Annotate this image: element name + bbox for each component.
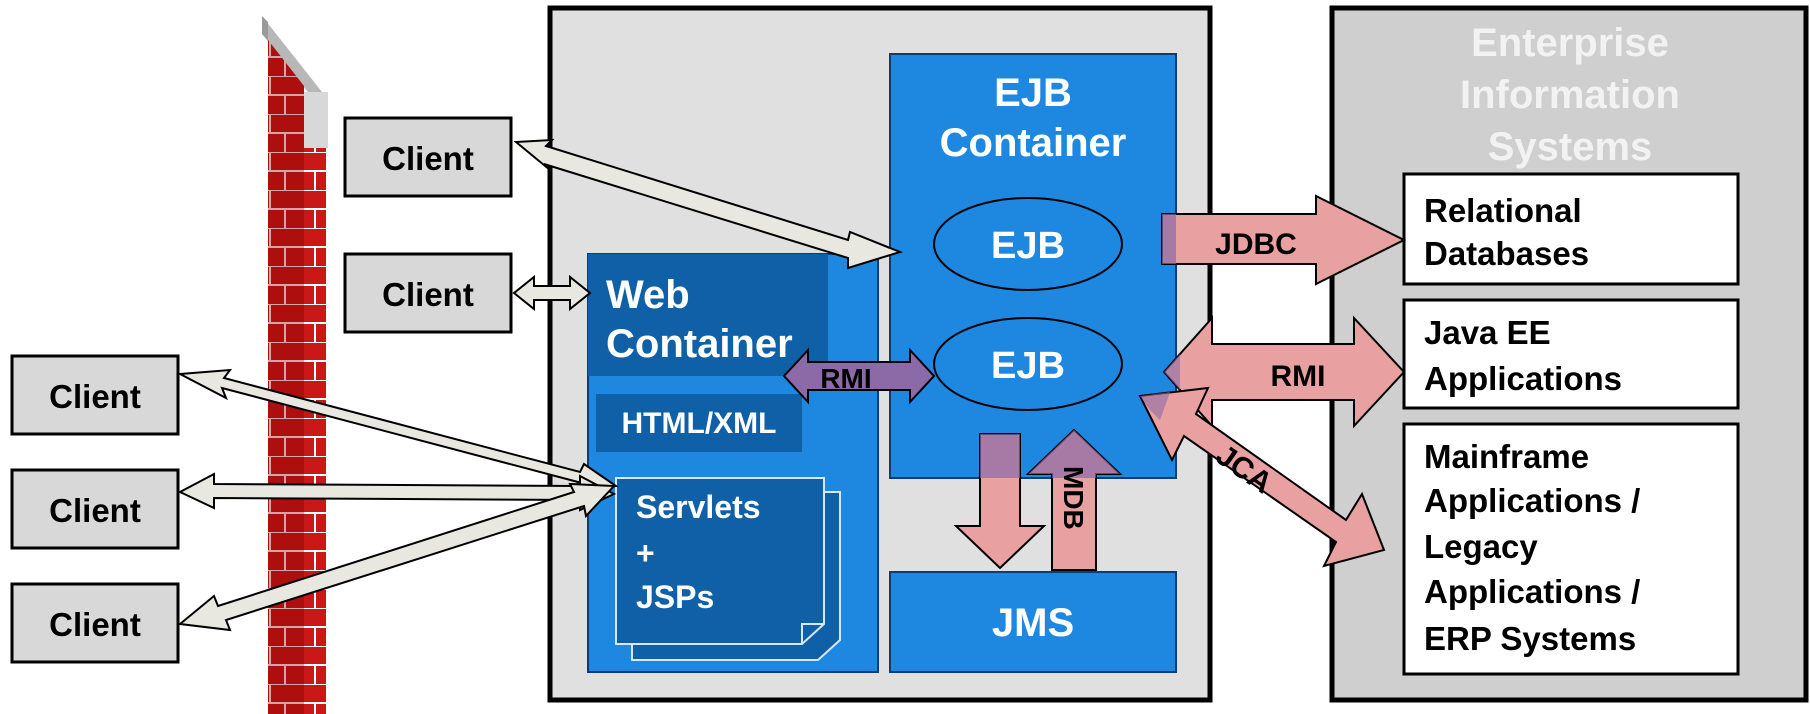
arrow-mdb [1025, 428, 1123, 571]
eis-title-line1: Enterprise [1471, 21, 1669, 65]
mainframe-line5: ERP Systems [1424, 620, 1636, 657]
ejb-container-title-line2: Container [940, 121, 1127, 165]
firewall-edge [304, 148, 326, 714]
mainframe-line2: Applications / [1424, 482, 1640, 519]
jms-label: JMS [992, 601, 1074, 645]
client-label-4: Client [49, 492, 141, 529]
servlets-jsps-stack: Servlets + JSPs [615, 477, 841, 661]
javaee-line2: Applications [1424, 360, 1622, 397]
client-box-2 [343, 252, 513, 334]
relational-databases-box [1402, 172, 1740, 286]
ejb-bean-2-label: EJB [991, 345, 1065, 387]
arrow-client4-servlets [177, 472, 617, 512]
mainframe-line1: Mainframe [1424, 438, 1589, 475]
html-xml-label: HTML/XML [622, 407, 777, 440]
ejb-bean-1 [933, 197, 1123, 291]
servlets-line1: Servlets [636, 489, 761, 525]
jms-box [889, 571, 1177, 673]
mainframe-line4: Applications / [1424, 573, 1640, 610]
arrow-ejb-to-jms [953, 433, 1047, 570]
client-arrows [176, 138, 904, 632]
client-box-5 [10, 582, 180, 664]
web-container-title-line1: Web [606, 273, 690, 317]
arrow-rmi-javaee [1162, 315, 1406, 429]
web-container-title-line2: Container [606, 322, 793, 366]
web-container-title-bg [588, 254, 828, 376]
client-label-2: Client [382, 276, 474, 313]
ejb-bean-2 [933, 317, 1123, 411]
eis-title-line3: Systems [1488, 125, 1653, 169]
arrow-jdbc [1161, 194, 1407, 286]
servlets-jsps-page [615, 477, 825, 645]
client-box-3 [10, 354, 180, 436]
firewall-cap [302, 92, 328, 148]
client-box-1 [343, 116, 513, 198]
mainframe-line3: Legacy [1424, 528, 1538, 565]
client-label-5: Client [49, 606, 141, 643]
relational-line2: Databases [1424, 235, 1589, 272]
javaee-line1: Java EE [1424, 314, 1551, 351]
ejb-bean-1-label: EJB [991, 225, 1065, 267]
client-label-3: Client [49, 378, 141, 415]
rmi-web-ejb-label: RMI [820, 363, 871, 394]
firewall-face [268, 40, 304, 714]
html-xml-box [596, 394, 802, 452]
mainframe-applications-box [1402, 422, 1740, 676]
servlets-line2: + [636, 535, 655, 571]
arrow-client2-web [512, 274, 592, 312]
mdb-label: MDB [1058, 466, 1089, 530]
rmi-javaee-label: RMI [1271, 360, 1326, 393]
arrow-client1-ejb [513, 138, 904, 270]
javaee-applications-box [1402, 298, 1740, 410]
arrow-client5-servlets [177, 482, 617, 632]
arrow-rmi-web-ejb [782, 347, 936, 405]
jdbc-label: JDBC [1215, 228, 1297, 261]
relational-line1: Relational [1424, 192, 1582, 229]
client-box-4 [10, 468, 180, 550]
servlets-line3: JSPs [636, 579, 714, 615]
eis-title-line2: Information [1460, 73, 1680, 117]
arrow-client3-servlets [176, 368, 619, 492]
client-label-1: Client [382, 140, 474, 177]
firewall [262, 16, 328, 714]
firewall-top-slope [262, 16, 322, 110]
arrow-jca [1138, 386, 1386, 568]
ejb-container-title-line1: EJB [994, 71, 1072, 115]
